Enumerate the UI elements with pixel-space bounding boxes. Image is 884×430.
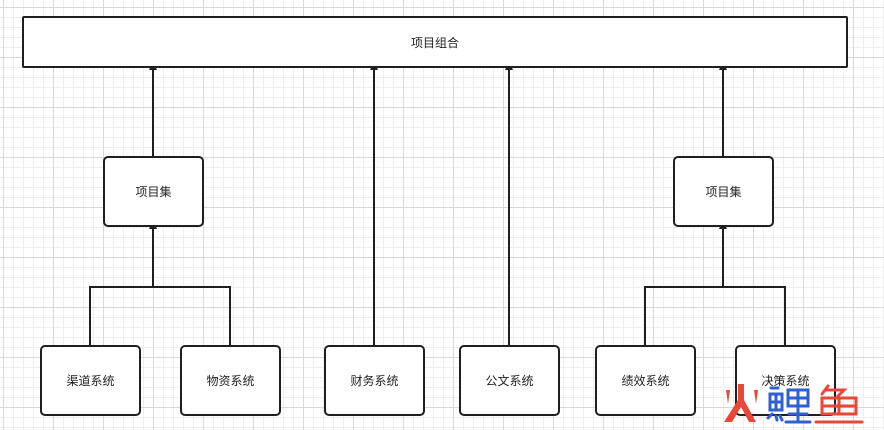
- system-node-channel-label: 渠道系统: [66, 374, 115, 388]
- program-node-left[interactable]: 项目集: [103, 156, 204, 227]
- system-node-document-label: 公文系统: [485, 374, 534, 388]
- system-node-finance-label: 财务系统: [350, 374, 399, 388]
- watermark-logo: [724, 384, 864, 424]
- connector-left-systems-to-program: [89, 229, 231, 345]
- connector-right-systems-to-program: [644, 229, 786, 345]
- system-node-decision[interactable]: 决策系统: [735, 345, 836, 416]
- system-node-materials[interactable]: 物资系统: [180, 345, 281, 416]
- system-node-decision-label: 决策系统: [761, 374, 810, 388]
- system-node-performance-label: 绩效系统: [621, 374, 670, 388]
- program-node-right[interactable]: 项目集: [673, 156, 774, 227]
- root-node-label: 项目组合: [410, 35, 459, 50]
- system-node-channel[interactable]: 渠道系统: [40, 345, 141, 416]
- system-node-finance[interactable]: 财务系统: [324, 345, 425, 416]
- system-node-materials-label: 物资系统: [206, 374, 255, 388]
- program-node-left-label: 项目集: [135, 185, 172, 199]
- program-node-right-label: 项目集: [705, 185, 742, 199]
- system-node-performance[interactable]: 绩效系统: [595, 345, 696, 416]
- root-node-portfolio[interactable]: 项目组合: [22, 16, 848, 68]
- system-node-document[interactable]: 公文系统: [459, 345, 560, 416]
